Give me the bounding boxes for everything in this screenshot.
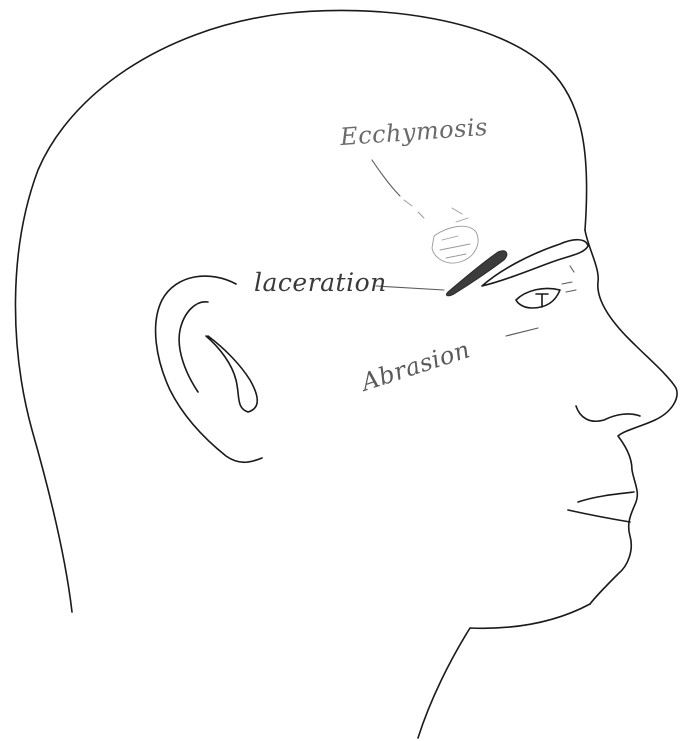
abrasion-mark [562,266,576,292]
abrasion-leader-line [506,328,538,336]
ear-inner-outline [179,302,257,412]
lower-lip-outline [568,510,630,522]
ecchymosis-leader-line [372,160,400,196]
head-outline [15,10,586,612]
face-profile-outline [585,230,677,604]
laceration-label: laceration [254,268,387,297]
nostril-outline [576,406,640,421]
jaw-neck-outline [418,604,590,738]
eye-outline [516,288,560,308]
ear-outline [156,276,262,462]
ecchymosis-mark [432,208,478,263]
mouth-outline [578,492,634,502]
ecchymosis-leader-dots [404,200,424,218]
